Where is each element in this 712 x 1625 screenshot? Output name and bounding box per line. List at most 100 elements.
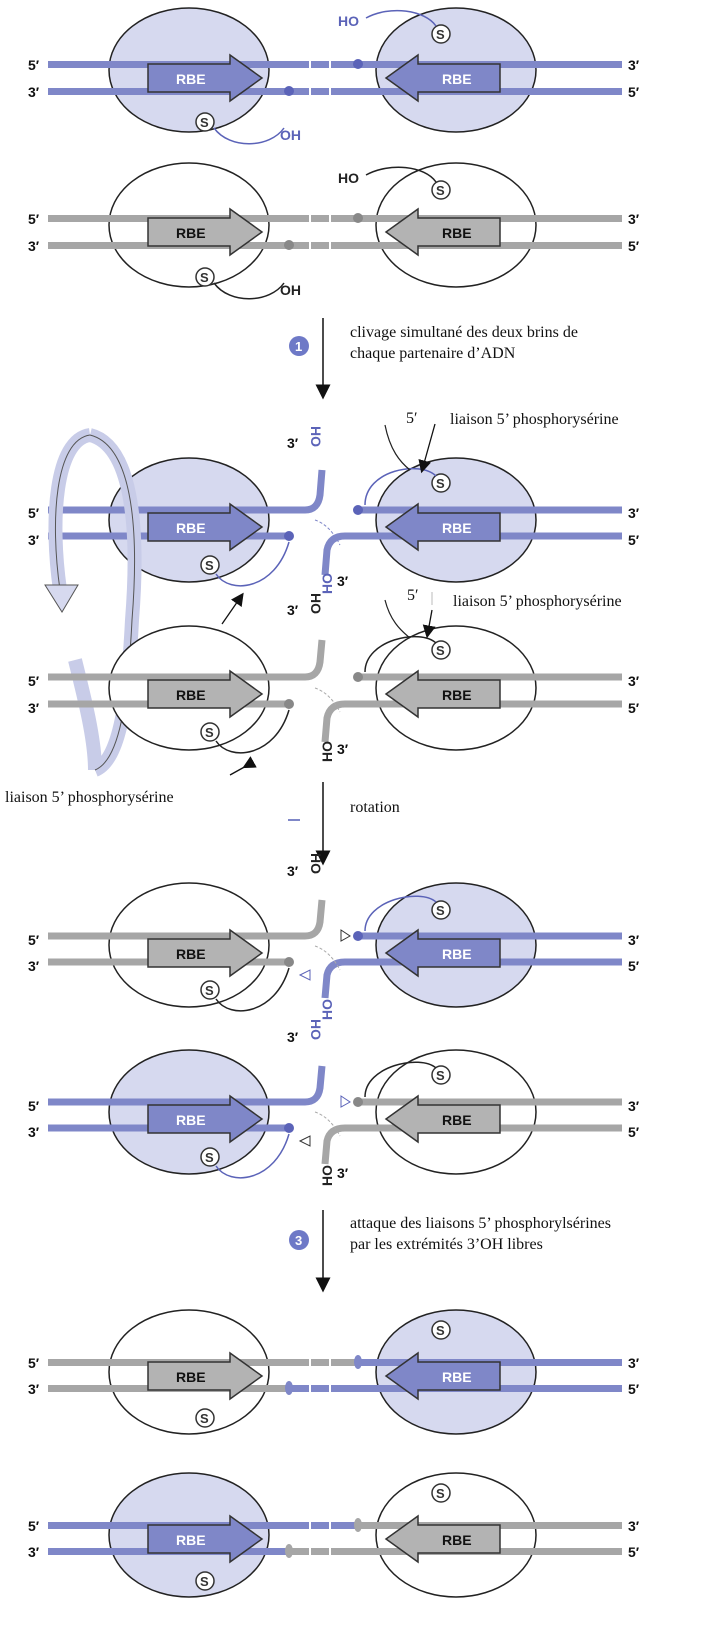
serine-label: S <box>436 1323 445 1338</box>
three-prime-label: 3′ <box>628 1518 640 1534</box>
panel-1-blue-complex: RBE RBE S S HO OH 5′ 3′ 3′ 5′ <box>28 7 640 145</box>
ho-label: HO <box>308 853 324 874</box>
rbe-label: RBE <box>442 1112 472 1128</box>
dna-strand-top <box>48 61 622 68</box>
serine-label: S <box>200 115 209 130</box>
five-prime-label: 5′ <box>407 587 419 604</box>
oh-label: OH <box>280 282 301 298</box>
serine-icon <box>195 1571 215 1591</box>
serine-icon <box>431 640 451 660</box>
step-number: 3 <box>295 1233 302 1248</box>
five-prime-label: 5′ <box>628 84 640 100</box>
rbe-arrow-right <box>384 53 501 103</box>
three-prime-label: 3′ <box>337 573 349 589</box>
ho-label: HO <box>308 426 324 447</box>
rbe-label: RBE <box>176 1112 206 1128</box>
serine-label: S <box>436 903 445 918</box>
serine-icon <box>431 24 451 44</box>
rbe-label: RBE <box>442 71 472 87</box>
five-prime-label: 5′ <box>628 1381 640 1397</box>
ho-label: HO <box>319 741 335 762</box>
three-prime-label: 3′ <box>628 57 640 73</box>
rbe-label: RBE <box>176 946 206 962</box>
three-prime-label: 3′ <box>28 1544 40 1560</box>
rotation-arrow-icon <box>44 428 142 777</box>
panel-4-recombinant-bottom: RBE RBE S S 5′ 3′ 3′ 5′ <box>28 1472 640 1598</box>
three-prime-label: 3′ <box>628 932 640 948</box>
three-prime-label: 3′ <box>28 84 40 100</box>
three-prime-label: 3′ <box>337 1165 349 1181</box>
serine-label: S <box>205 1150 214 1165</box>
step-1: 1 clivage simultané des deux brins de ch… <box>289 318 578 400</box>
ho-label: HO <box>319 1165 335 1186</box>
serine-icon <box>200 980 220 1000</box>
rbe-label: RBE <box>176 71 206 87</box>
three-prime-label: 3′ <box>28 532 40 548</box>
serine-label: S <box>436 27 445 42</box>
ho-label: HO <box>338 13 359 29</box>
rbe-arrow-left <box>147 53 264 103</box>
serine-label: S <box>205 558 214 573</box>
step-3-description-line-1: attaque des liaisons 5’ phosphorylsérine… <box>350 1215 611 1232</box>
serine-label: S <box>436 643 445 658</box>
serine-icon <box>431 900 451 920</box>
five-prime-label: 5′ <box>628 958 640 974</box>
ho-label: HO <box>319 999 335 1020</box>
panel-1-gray-complex: RBE RBE S S HO OH 5′ 3′ 3′ 5′ <box>28 162 640 300</box>
step-1-description-line-1: clivage simultané des deux brins de <box>350 324 578 341</box>
serine-icon <box>200 722 220 742</box>
step-number: 1 <box>295 339 302 354</box>
rbe-label: RBE <box>176 1369 206 1385</box>
oh-label: OH <box>280 127 301 143</box>
ho-label: HO <box>308 1019 324 1040</box>
five-prime-label: 5′ <box>628 700 640 716</box>
three-prime-label: 3′ <box>337 741 349 757</box>
rbe-label: RBE <box>442 1532 472 1548</box>
rbe-label: RBE <box>176 687 206 703</box>
five-prime-label: 5′ <box>628 532 640 548</box>
step-2-description: rotation <box>350 799 400 816</box>
step-1-description-line-2: chaque partenaire d’ADN <box>350 345 516 362</box>
three-prime-label: 3′ <box>628 505 640 521</box>
panel-2-blue-cleaved: RBE RBE S S HO HO 3′ 3′ 5′ liaison 5’ ph… <box>28 410 640 625</box>
ho-label: HO <box>308 593 324 614</box>
three-prime-label: 3′ <box>628 1098 640 1114</box>
serine-label: S <box>205 983 214 998</box>
step-3: 3 attaque des liaisons 5’ phosphorylséri… <box>289 1210 611 1293</box>
three-prime-label: 3′ <box>28 700 40 716</box>
serine-icon <box>431 180 451 200</box>
five-prime-label: 5′ <box>28 505 40 521</box>
five-prime-label: 5′ <box>28 932 40 948</box>
three-prime-label: 3′ <box>28 1381 40 1397</box>
three-prime-label: 3′ <box>287 1029 299 1045</box>
serine-icon <box>200 1147 220 1167</box>
serine-icon <box>431 1065 451 1085</box>
three-prime-label: 3′ <box>287 863 299 879</box>
serine-icon <box>195 112 215 132</box>
five-prime-label: 5′ <box>628 238 640 254</box>
panel-2-gray-cleaved: RBE RBE S S HO HO 3′ 3′ 5′ liaison 5’ ph… <box>28 587 640 776</box>
five-prime-label: 5′ <box>406 410 418 427</box>
rbe-label: RBE <box>176 225 206 241</box>
rbe-label: RBE <box>176 1532 206 1548</box>
five-prime-label: 5′ <box>28 1355 40 1371</box>
rbe-label: RBE <box>442 520 472 536</box>
three-prime-label: 3′ <box>628 1355 640 1371</box>
rbe-label: RBE <box>442 946 472 962</box>
serine-label: S <box>205 725 214 740</box>
serine-label: S <box>436 1486 445 1501</box>
step-number-badge <box>289 336 309 356</box>
rbe-label: RBE <box>442 1369 472 1385</box>
rbe-label: RBE <box>442 687 472 703</box>
five-prime-label: 5′ <box>28 211 40 227</box>
serine-label: S <box>436 183 445 198</box>
step-number-badge <box>289 1230 309 1250</box>
serine-icon <box>431 1320 451 1340</box>
five-prime-label: 5′ <box>628 1544 640 1560</box>
phosphoserine-annotation-top: liaison 5’ phosphorysérine <box>450 411 619 428</box>
serine-label: S <box>200 1411 209 1426</box>
phosphoserine-annotation-mid: liaison 5’ phosphorysérine <box>453 593 622 610</box>
five-prime-label: 5′ <box>28 1518 40 1534</box>
ho-label: HO <box>319 573 335 594</box>
